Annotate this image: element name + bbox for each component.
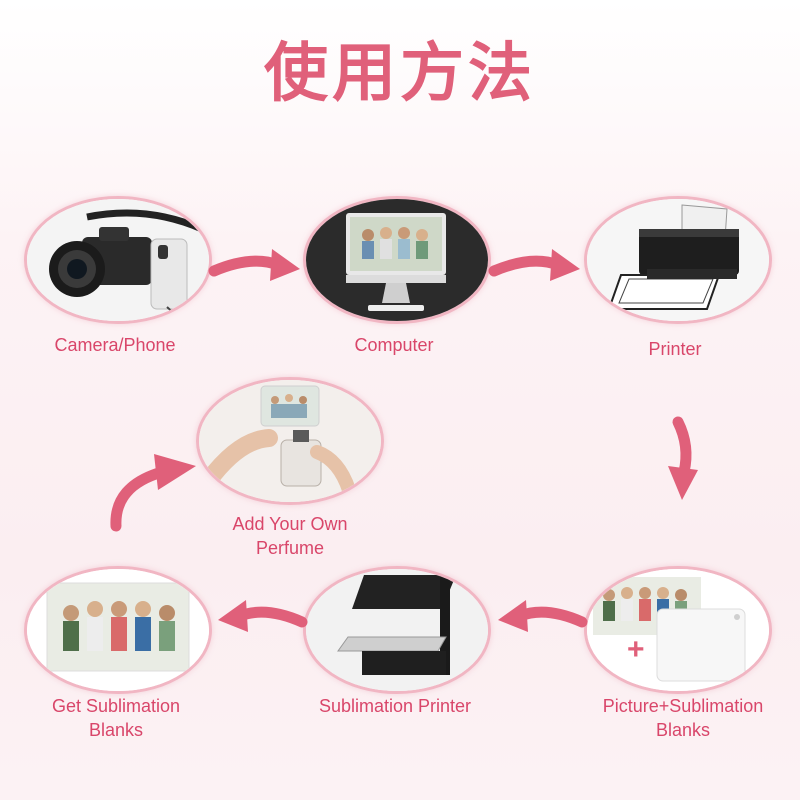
picture-blank-label-line2: Blanks: [655, 720, 711, 740]
arrow-up-right-icon: [100, 450, 200, 532]
printer-label: Printer: [648, 339, 702, 359]
plus-sign: +: [627, 633, 645, 666]
arrow-left-icon: [496, 598, 588, 638]
perfume-label-line2: Perfume: [255, 538, 325, 558]
arrow-right-icon: [488, 247, 582, 287]
arrow-right-icon: [208, 247, 302, 287]
computer-image: [303, 196, 491, 324]
computer-label: Computer: [354, 335, 434, 355]
camera-phone-label: Camera/Phone: [54, 335, 176, 355]
arrow-down-icon: [664, 416, 700, 502]
perfume-image: [196, 377, 384, 505]
camera-phone-image: [24, 196, 212, 324]
printer-image: [584, 196, 772, 324]
arrow-left-icon: [216, 598, 308, 638]
page-title: 使用方法: [264, 37, 536, 111]
perfume-label: Add Your Own Perfume: [190, 512, 390, 560]
family-photo-image: [24, 566, 212, 694]
heat-press-label: Sublimation Printer: [318, 696, 472, 716]
perfume-label-line1: Add Your Own: [232, 514, 348, 534]
blanks-label-line1: Get Sublimation: [51, 696, 181, 716]
heat-press-image: [303, 566, 491, 694]
picture-blank-image: +: [584, 566, 772, 694]
blanks-label-line2: Blanks: [88, 720, 144, 740]
picture-blank-label-line1: Picture+Sublimation: [602, 696, 764, 716]
picture-blank-label: Picture+Sublimation Blanks: [578, 694, 788, 742]
blanks-label: Get Sublimation Blanks: [18, 694, 214, 742]
